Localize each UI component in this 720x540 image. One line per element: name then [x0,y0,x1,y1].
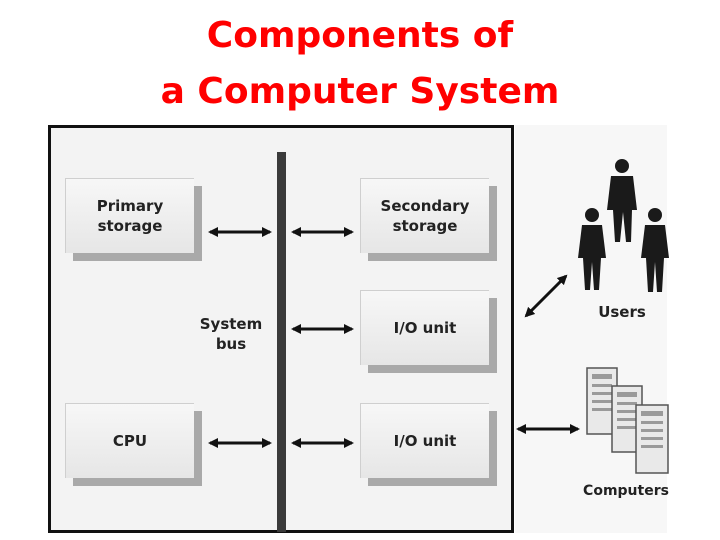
io-unit-box-1: I/O unit [360,290,489,365]
computers-label: Computers [583,483,669,499]
page-title-line-1: Components of [206,15,514,56]
io-unit-box-2: I/O unit [360,403,489,478]
primary-storage-box: Primary storage [65,178,194,253]
arrow-io-users [524,274,568,318]
system-bus-label: System bus [199,315,263,353]
computers-icon [586,367,669,474]
users-icon [578,159,669,292]
system-bus-line [277,152,286,532]
secondary-storage-box: Secondary storage [360,178,489,253]
users-label: Users [598,303,646,321]
cpu-box: CPU [65,403,194,478]
page-title-line-2: a Computer System [160,71,560,112]
